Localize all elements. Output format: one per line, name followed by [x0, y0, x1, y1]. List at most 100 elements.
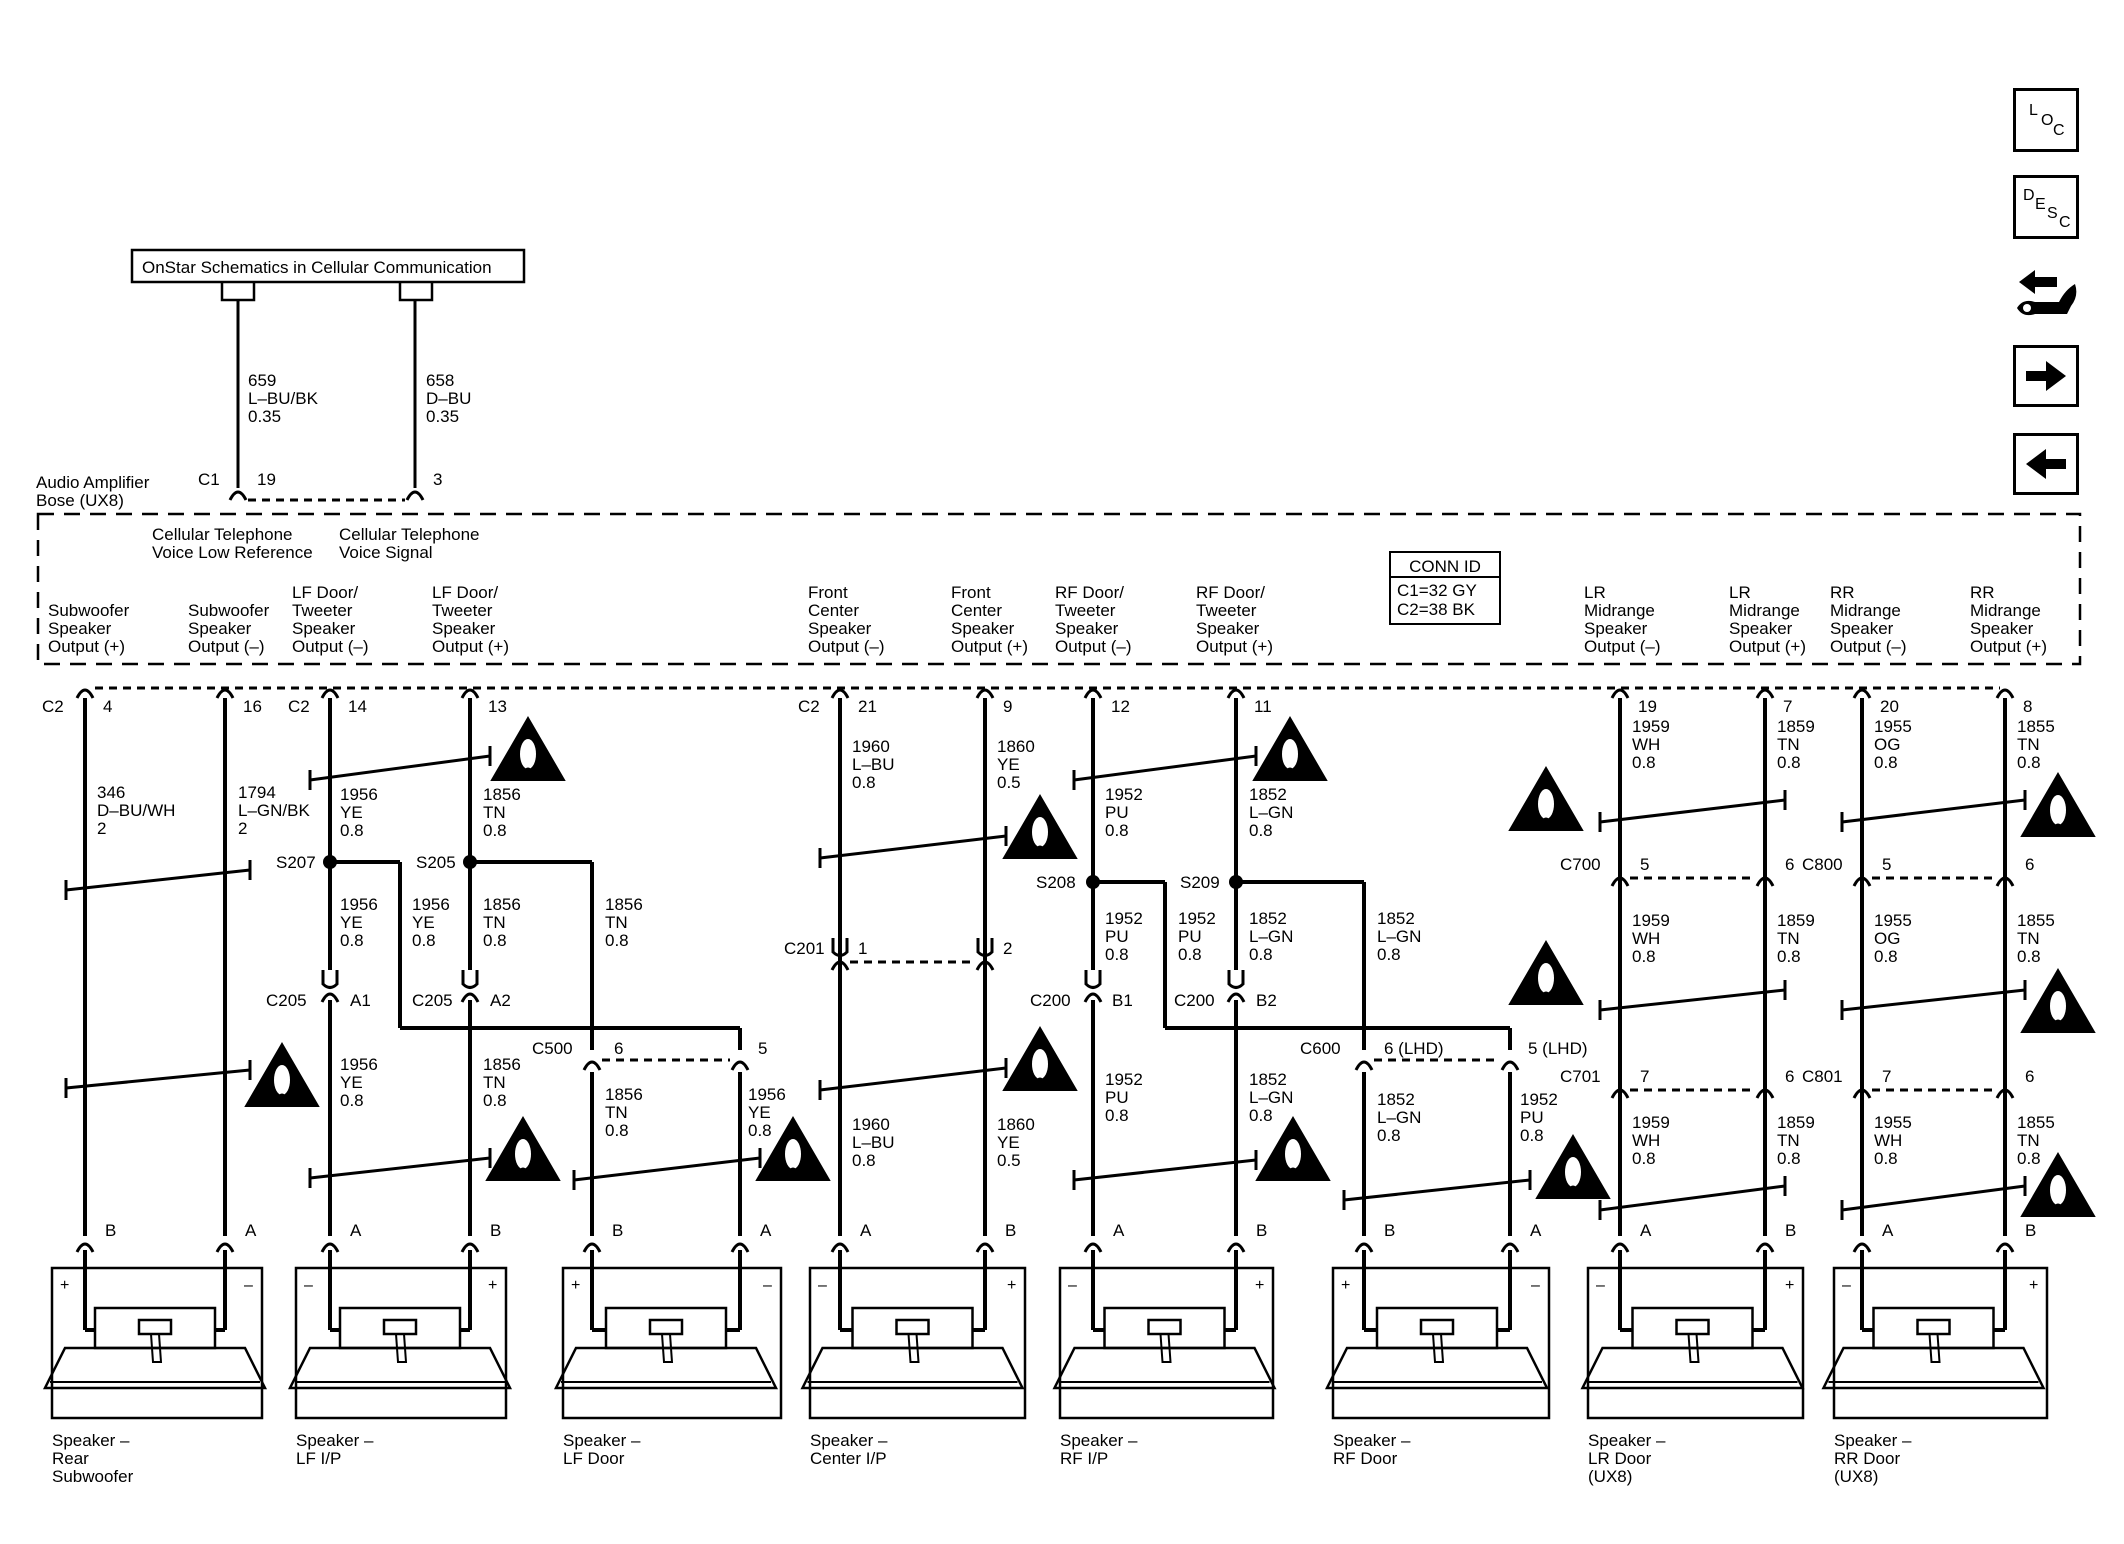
c200-label: C200 — [1174, 991, 1215, 1010]
speaker-pin-label: A — [1882, 1221, 1894, 1240]
wire-1952-label: 0.8 — [1105, 945, 1129, 964]
wire-1852-label: L–GN — [1249, 927, 1293, 946]
wire-label: 1855 — [2017, 717, 2055, 736]
output-label-4: Speaker — [432, 619, 496, 638]
location-button[interactable]: L O C — [2013, 88, 2079, 152]
description-button[interactable]: D E S C — [2013, 175, 2079, 239]
c600-pin-6-terminal — [1354, 1060, 1374, 1071]
wire-1856-label: TN — [483, 803, 506, 822]
output-label-12: RR — [1970, 583, 1995, 602]
output-label-7: Tweeter — [1055, 601, 1116, 620]
speaker-name-4: Center I/P — [810, 1449, 887, 1468]
speaker-pin-label: B — [490, 1221, 501, 1240]
speaker-name-7: Speaker – — [1588, 1431, 1666, 1450]
speaker-polarity: – — [1531, 1277, 1540, 1294]
speaker-pin-label: A — [245, 1221, 257, 1240]
wire-label: 1959 — [1632, 1113, 1670, 1132]
wire-1852-label: 1852 — [1249, 909, 1287, 928]
c2-pin-4-terminal — [75, 688, 95, 699]
speaker-name-1: Subwoofer — [52, 1467, 134, 1486]
c201-label: C201 — [784, 939, 825, 958]
wire-1952-label: 1952 — [1105, 909, 1143, 928]
wire-1956-label: 1956 — [340, 785, 378, 804]
next-page-button[interactable] — [2013, 345, 2079, 407]
wire-label: WH — [1632, 1131, 1660, 1150]
wire-label: 1959 — [1632, 911, 1670, 930]
cellular-low-ref-label: Cellular Telephone — [152, 525, 293, 544]
component-views-button[interactable] — [2013, 260, 2083, 330]
c600-pin-label: 5 (LHD) — [1528, 1039, 1588, 1058]
output-label-4: Tweeter — [432, 601, 493, 620]
wire-1856-label: 0.8 — [605, 931, 629, 950]
output-label-7: Output (–) — [1055, 637, 1132, 656]
wire-1956-label: YE — [412, 913, 435, 932]
wire-658-label: 658 — [426, 371, 454, 390]
splice-s209-label: S209 — [1180, 873, 1220, 892]
twisted-pair-line — [819, 1066, 1007, 1092]
wire-label: TN — [2017, 1131, 2040, 1150]
midrange-connector-terminal — [1610, 876, 1630, 887]
speaker-coil — [382, 1318, 418, 1336]
c205-a1-label: A1 — [350, 991, 371, 1010]
c2-pin-label: 19 — [1638, 697, 1657, 716]
speaker-pin-label: A — [1113, 1221, 1125, 1240]
speaker-name-3: Speaker – — [563, 1431, 641, 1450]
c2-pin-16-terminal — [215, 688, 235, 699]
speaker-cone — [287, 1346, 513, 1390]
audio-amplifier-label: Audio Amplifier — [36, 473, 150, 492]
warning-exclamation-dot — [1286, 767, 1294, 775]
output-label-3: Tweeter — [292, 601, 353, 620]
warning-exclamation-dot — [1289, 1167, 1297, 1175]
c2-label: C2 — [798, 697, 820, 716]
speaker-box-8 — [1832, 1266, 2049, 1420]
c201-pin-2 — [976, 938, 994, 957]
wire-label: TN — [2017, 929, 2040, 948]
wire-label: 1855 — [2017, 911, 2055, 930]
speaker-coil — [648, 1318, 684, 1336]
conn-id-title: CONN ID — [1409, 557, 1481, 576]
connector-label: C801 — [1802, 1067, 1843, 1086]
speaker-pin-label: B — [1005, 1221, 1016, 1240]
previous-page-button[interactable] — [2013, 433, 2079, 495]
twisted-pair-line — [1841, 1184, 2026, 1212]
wire-1952-label: 0.8 — [1105, 821, 1129, 840]
c2-pin-9-terminal — [975, 688, 995, 699]
wire-1956-label: 0.8 — [412, 931, 436, 950]
output-label-3: Output (–) — [292, 637, 369, 656]
speaker-box-6 — [1331, 1266, 1551, 1420]
output-label-6: Center — [951, 601, 1002, 620]
wire-label: TN — [2017, 735, 2040, 754]
connector-pin-label: 5 — [1882, 855, 1891, 874]
warning-exclamation — [274, 1065, 290, 1095]
speaker-magnet — [1103, 1306, 1226, 1350]
wire-659-label: 0.35 — [248, 407, 281, 426]
wire-1856-label: 0.8 — [605, 1121, 629, 1140]
speaker-cone — [1324, 1346, 1550, 1390]
wire-1852-label: L–GN — [1377, 1108, 1421, 1127]
c2-pin-14-terminal — [320, 688, 340, 699]
warning-exclamation — [2050, 795, 2066, 825]
speaker-terminal — [1226, 1242, 1246, 1253]
speaker-polarity: – — [818, 1277, 827, 1294]
c600-pin-5-terminal — [1500, 1060, 1520, 1071]
wire-1856-label: 1856 — [605, 895, 643, 914]
wire-label: 0.8 — [1777, 1149, 1801, 1168]
speaker-terminal — [460, 1242, 480, 1253]
wire-1860-label: YE — [997, 1133, 1020, 1152]
speaker-name-8: (UX8) — [1834, 1467, 1878, 1486]
wire-1960-label: L–BU — [852, 755, 895, 774]
c201-pin-label: 2 — [1003, 939, 1012, 958]
speaker-terminal — [1500, 1242, 1520, 1253]
desc-letter-d: D — [2023, 187, 2035, 204]
twisted-pair-line — [1073, 754, 1257, 782]
wire-1952-label: PU — [1105, 1088, 1129, 1107]
speaker-pin-label: B — [2025, 1221, 2036, 1240]
speaker-cone — [42, 1346, 268, 1390]
output-label-4: LF Door/ — [432, 583, 498, 602]
warning-exclamation — [785, 1139, 801, 1169]
wire-1960-label: 0.8 — [852, 1151, 876, 1170]
wire-1856-label: 1856 — [605, 1085, 643, 1104]
wire-label: 0.8 — [2017, 1149, 2041, 1168]
midrange-connector-terminal — [1610, 1088, 1630, 1099]
desc-letter-e: E — [2035, 196, 2046, 213]
